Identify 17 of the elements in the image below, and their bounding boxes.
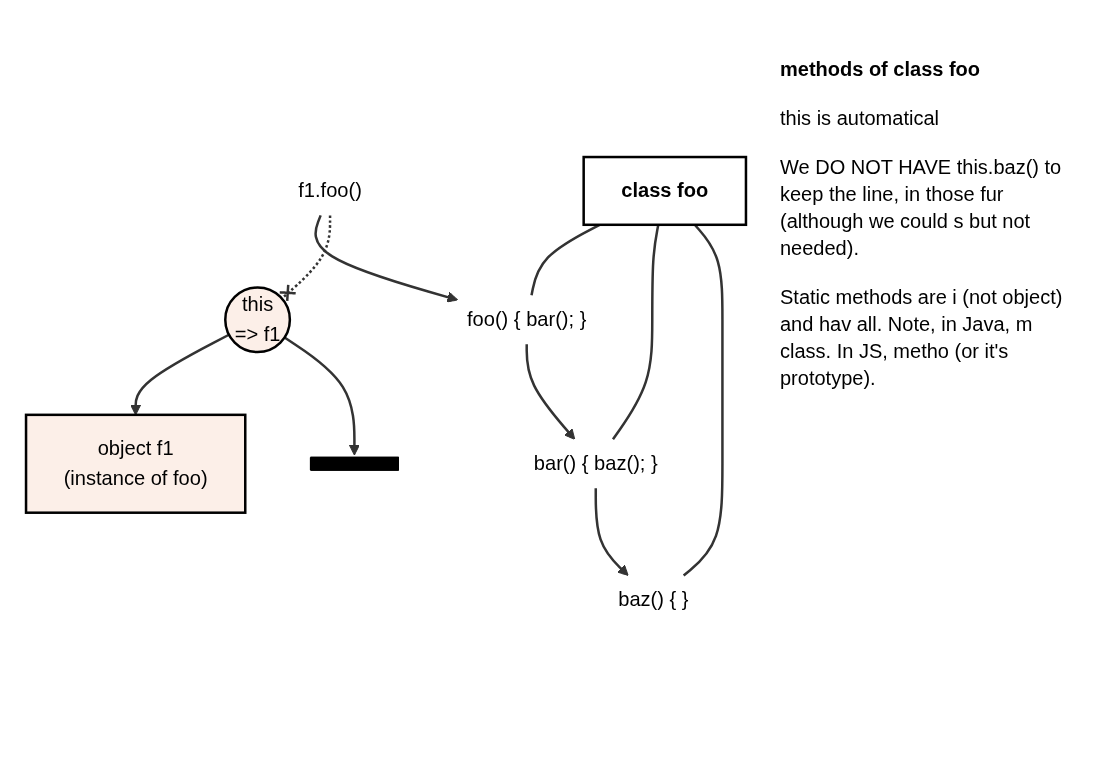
note-text: Static methods are i (not object) and hav all. Note, in Java, m class. In JS, metho (or it's prototype). bbox=[780, 285, 1064, 391]
arrow bbox=[525, 344, 576, 440]
note-text: this is automatical bbox=[780, 106, 940, 131]
node-text: baz() { } bbox=[618, 588, 689, 610]
note-text: We DO NOT HAVE this.baz() to keep the line, in those fur (although we could s but not needed). bbox=[780, 155, 1063, 261]
arrow bbox=[283, 336, 360, 456]
axis-label: methods of class foo bbox=[780, 57, 982, 82]
node-circle: this => f1 bbox=[224, 286, 292, 354]
connector bbox=[278, 215, 332, 302]
arrow bbox=[594, 488, 629, 576]
arrow bbox=[314, 214, 459, 303]
node-box: class foo bbox=[582, 155, 748, 226]
connector bbox=[611, 224, 660, 440]
node-text: f1.foo() bbox=[298, 179, 362, 201]
node-text: foo() { bar(); } bbox=[467, 308, 587, 330]
node-text: bar() { baz(); } bbox=[533, 452, 658, 474]
node-box: object f1 (instance of foo) bbox=[24, 413, 247, 514]
